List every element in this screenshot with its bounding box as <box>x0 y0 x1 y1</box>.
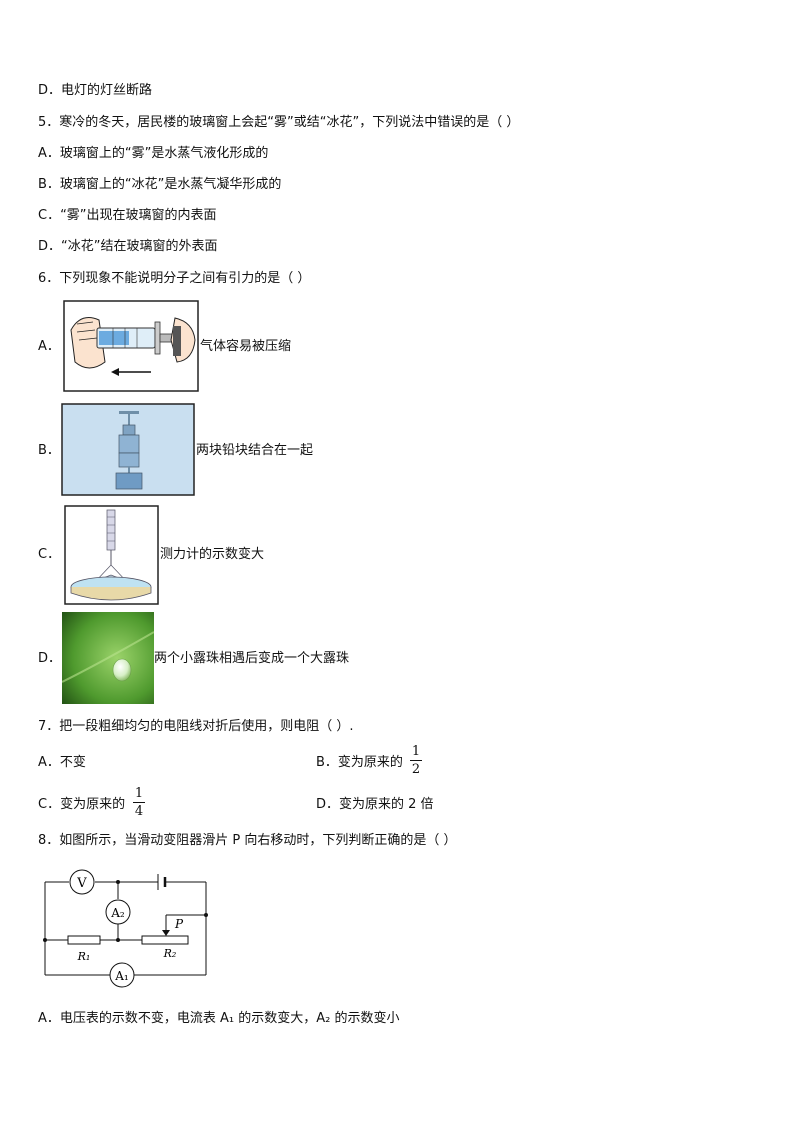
lead-blocks-image <box>61 403 195 496</box>
fraction-numerator: 1 <box>411 744 421 759</box>
q7-option-a: A．不变 <box>38 755 86 770</box>
q7-option-c: C．变为原来的 <box>38 797 126 812</box>
spring-scale-water-image <box>64 505 159 605</box>
ammeter-a1-label: A₁ <box>114 969 128 983</box>
q7-option-b: B．变为原来的 <box>316 755 403 770</box>
q6-option-b-label: B． <box>38 443 60 458</box>
q8-stem: 8．如图所示，当滑动变阻器滑片 P 向右移动时，下列判断正确的是（ ） <box>38 833 457 848</box>
ammeter-a2-label: A₂ <box>110 906 125 920</box>
q7-option-c-fraction: 1 4 <box>133 786 145 819</box>
fraction-numerator: 1 <box>134 786 144 801</box>
q8-option-a: A．电压表的示数不变，电流表 A₁ 的示数变大，A₂ 的示数变小 <box>38 1011 400 1026</box>
q5-stem: 5．寒冷的冬天，居民楼的玻璃窗上会起“雾”或结“冰花”，下列说法中错误的是（ ） <box>38 115 520 130</box>
q4-option-d: D．电灯的灯丝断路 <box>38 83 153 98</box>
q6-option-c-label: C． <box>38 547 61 562</box>
q5-option-b: B．玻璃窗上的“冰花”是水蒸气凝华形成的 <box>38 177 282 192</box>
voltmeter-label: V <box>76 876 87 891</box>
q6-option-a-label: A． <box>38 339 60 354</box>
r1-label: R₁ <box>77 950 91 963</box>
q6-option-c-text: 测力计的示数变大 <box>160 547 265 562</box>
fraction-denominator: 2 <box>411 762 421 777</box>
dewdrop-leaf-image <box>62 612 154 704</box>
q5-option-a: A．玻璃窗上的“雾”是水蒸气液化形成的 <box>38 146 269 161</box>
q5-option-c: C．“雾”出现在玻璃窗的内表面 <box>38 208 217 223</box>
circuit-diagram: V A₂ R₁ R₂ P A₁ <box>38 862 214 990</box>
syringe-compression-image <box>63 300 199 392</box>
q6-option-a-text: 气体容易被压缩 <box>200 339 292 354</box>
q5-option-d: D．“冰花”结在玻璃窗的外表面 <box>38 239 218 254</box>
q6-option-b-text: 两块铅块结合在一起 <box>196 443 314 458</box>
q6-option-d-label: D． <box>38 651 62 666</box>
q7-option-b-fraction: 1 2 <box>410 744 422 777</box>
q7-option-d: D．变为原来的 2 倍 <box>316 797 434 812</box>
q7-stem: 7．把一段粗细均匀的电阻线对折后使用，则电阻（ ）. <box>38 719 354 734</box>
slider-p-label: P <box>174 917 184 931</box>
q6-option-d-text: 两个小露珠相遇后变成一个大露珠 <box>154 651 350 666</box>
fraction-denominator: 4 <box>134 804 144 819</box>
r2-label: R₂ <box>163 947 177 960</box>
q6-stem: 6．下列现象不能说明分子之间有引力的是（ ） <box>38 271 311 286</box>
